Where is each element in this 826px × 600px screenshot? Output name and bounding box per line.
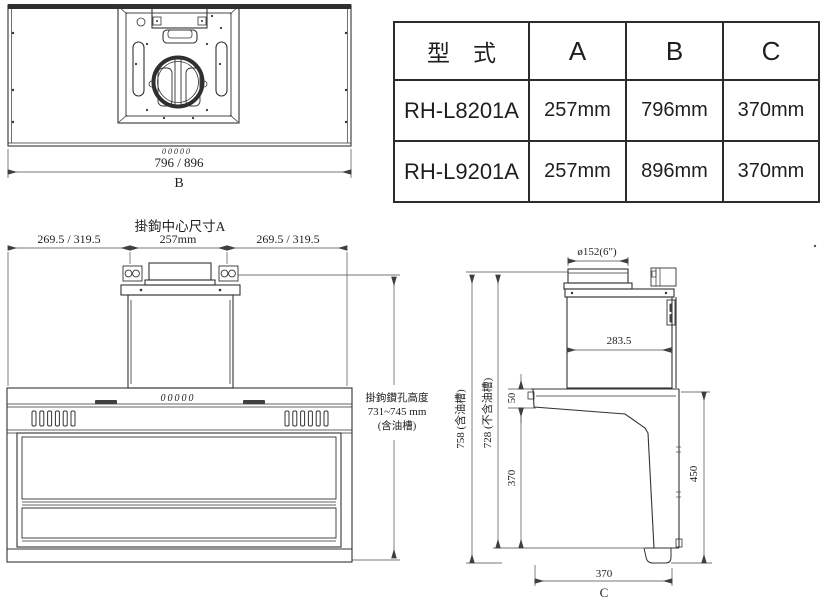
right-louver-slots	[284, 410, 329, 427]
hook-note-line3: (含油槽)	[378, 419, 417, 432]
front-view-drawing: 掛鉤中心尺寸A 269.5 / 319.5 257mm 269.5 / 319.…	[6, 219, 429, 563]
top-view-louvers: 00000	[162, 147, 192, 156]
hook-note-line2: 731~745 mm	[368, 406, 427, 418]
front-view-louvers: 00000	[161, 393, 196, 404]
table-row: RH-L8201A 257mm 796mm 370mm	[393, 79, 820, 142]
stray-mark	[813, 244, 817, 248]
table-header-model: 型 式	[393, 21, 530, 81]
value-b: 896mm	[625, 140, 724, 203]
value-b: 796mm	[625, 79, 724, 142]
chimney-side	[566, 296, 673, 389]
total-height-excl-label: 728 (不含油槽)	[480, 377, 494, 448]
table-header-c: C	[722, 21, 820, 81]
top-view-drawing: 00000 796 / 896 B	[7, 4, 352, 191]
table-header-a: A	[528, 21, 627, 81]
dim-center-label: 257mm	[160, 232, 197, 246]
hook-height-dimension	[238, 274, 400, 561]
plate-screws	[134, 14, 223, 120]
chimney-rail	[120, 284, 241, 296]
front-view-title: 掛鉤中心尺寸A	[135, 219, 226, 234]
hood-body-side	[527, 388, 683, 564]
value-a: 257mm	[528, 79, 627, 142]
side-view-drawing: ø152(6") 283.5	[453, 244, 817, 600]
left-vent-slot	[132, 41, 145, 97]
duct-collar-front	[148, 262, 212, 281]
side-dimensions	[466, 271, 712, 586]
top-view-width-label: 796 / 896	[154, 155, 204, 170]
glass-frame	[16, 432, 342, 548]
hook-center-dimension	[7, 245, 348, 386]
band-dim-label: 50	[507, 393, 518, 404]
duct-collar-side	[567, 268, 629, 284]
right-vent-slot	[215, 41, 228, 97]
top-view-outline	[7, 4, 352, 147]
chimney-rail-side	[564, 288, 675, 298]
duct-dim-label: ø152(6")	[577, 246, 617, 258]
hook-note-line1: 掛鉤鑽孔高度	[366, 391, 429, 404]
blower-unit	[117, 5, 240, 124]
dim-right-label: 269.5 / 319.5	[256, 232, 319, 246]
table-row: RH-L9201A 257mm 896mm 370mm	[393, 140, 820, 203]
right-dim-label: 450	[688, 465, 700, 482]
table-header-b: B	[625, 21, 724, 81]
value-c: 370mm	[722, 79, 820, 142]
mid-dim-label: 370	[506, 469, 518, 486]
oil-cup	[643, 547, 672, 564]
value-a: 257mm	[528, 140, 627, 203]
duct-dimension	[567, 257, 629, 266]
left-louver-slots	[31, 410, 76, 427]
screw	[136, 17, 146, 27]
depth-dim-label: 283.5	[607, 335, 632, 347]
top-view-width-dimension	[7, 149, 352, 178]
dim-left-label: 269.5 / 319.5	[37, 232, 100, 246]
chimney-front	[127, 294, 234, 389]
mount-flange	[666, 299, 676, 326]
total-height-incl-label: 758 (含油槽)	[453, 389, 467, 449]
model-name: RH-L8201A	[393, 79, 530, 142]
junction-box	[151, 7, 208, 29]
spec-table: 型 式 A B C RH-L8201A 257mm 796mm 370mm RH…	[393, 21, 820, 203]
edge-screws	[11, 31, 348, 124]
bottom-dim-label: 370	[596, 568, 613, 580]
junction-box-side	[650, 267, 677, 287]
model-name: RH-L9201A	[393, 140, 530, 203]
value-c: 370mm	[722, 140, 820, 203]
mounting-hooks	[122, 265, 239, 282]
hood-body-front	[6, 387, 353, 563]
bottom-var-label: C	[600, 585, 609, 600]
fan-opening	[151, 55, 205, 109]
top-view-width-var: B	[174, 176, 183, 191]
